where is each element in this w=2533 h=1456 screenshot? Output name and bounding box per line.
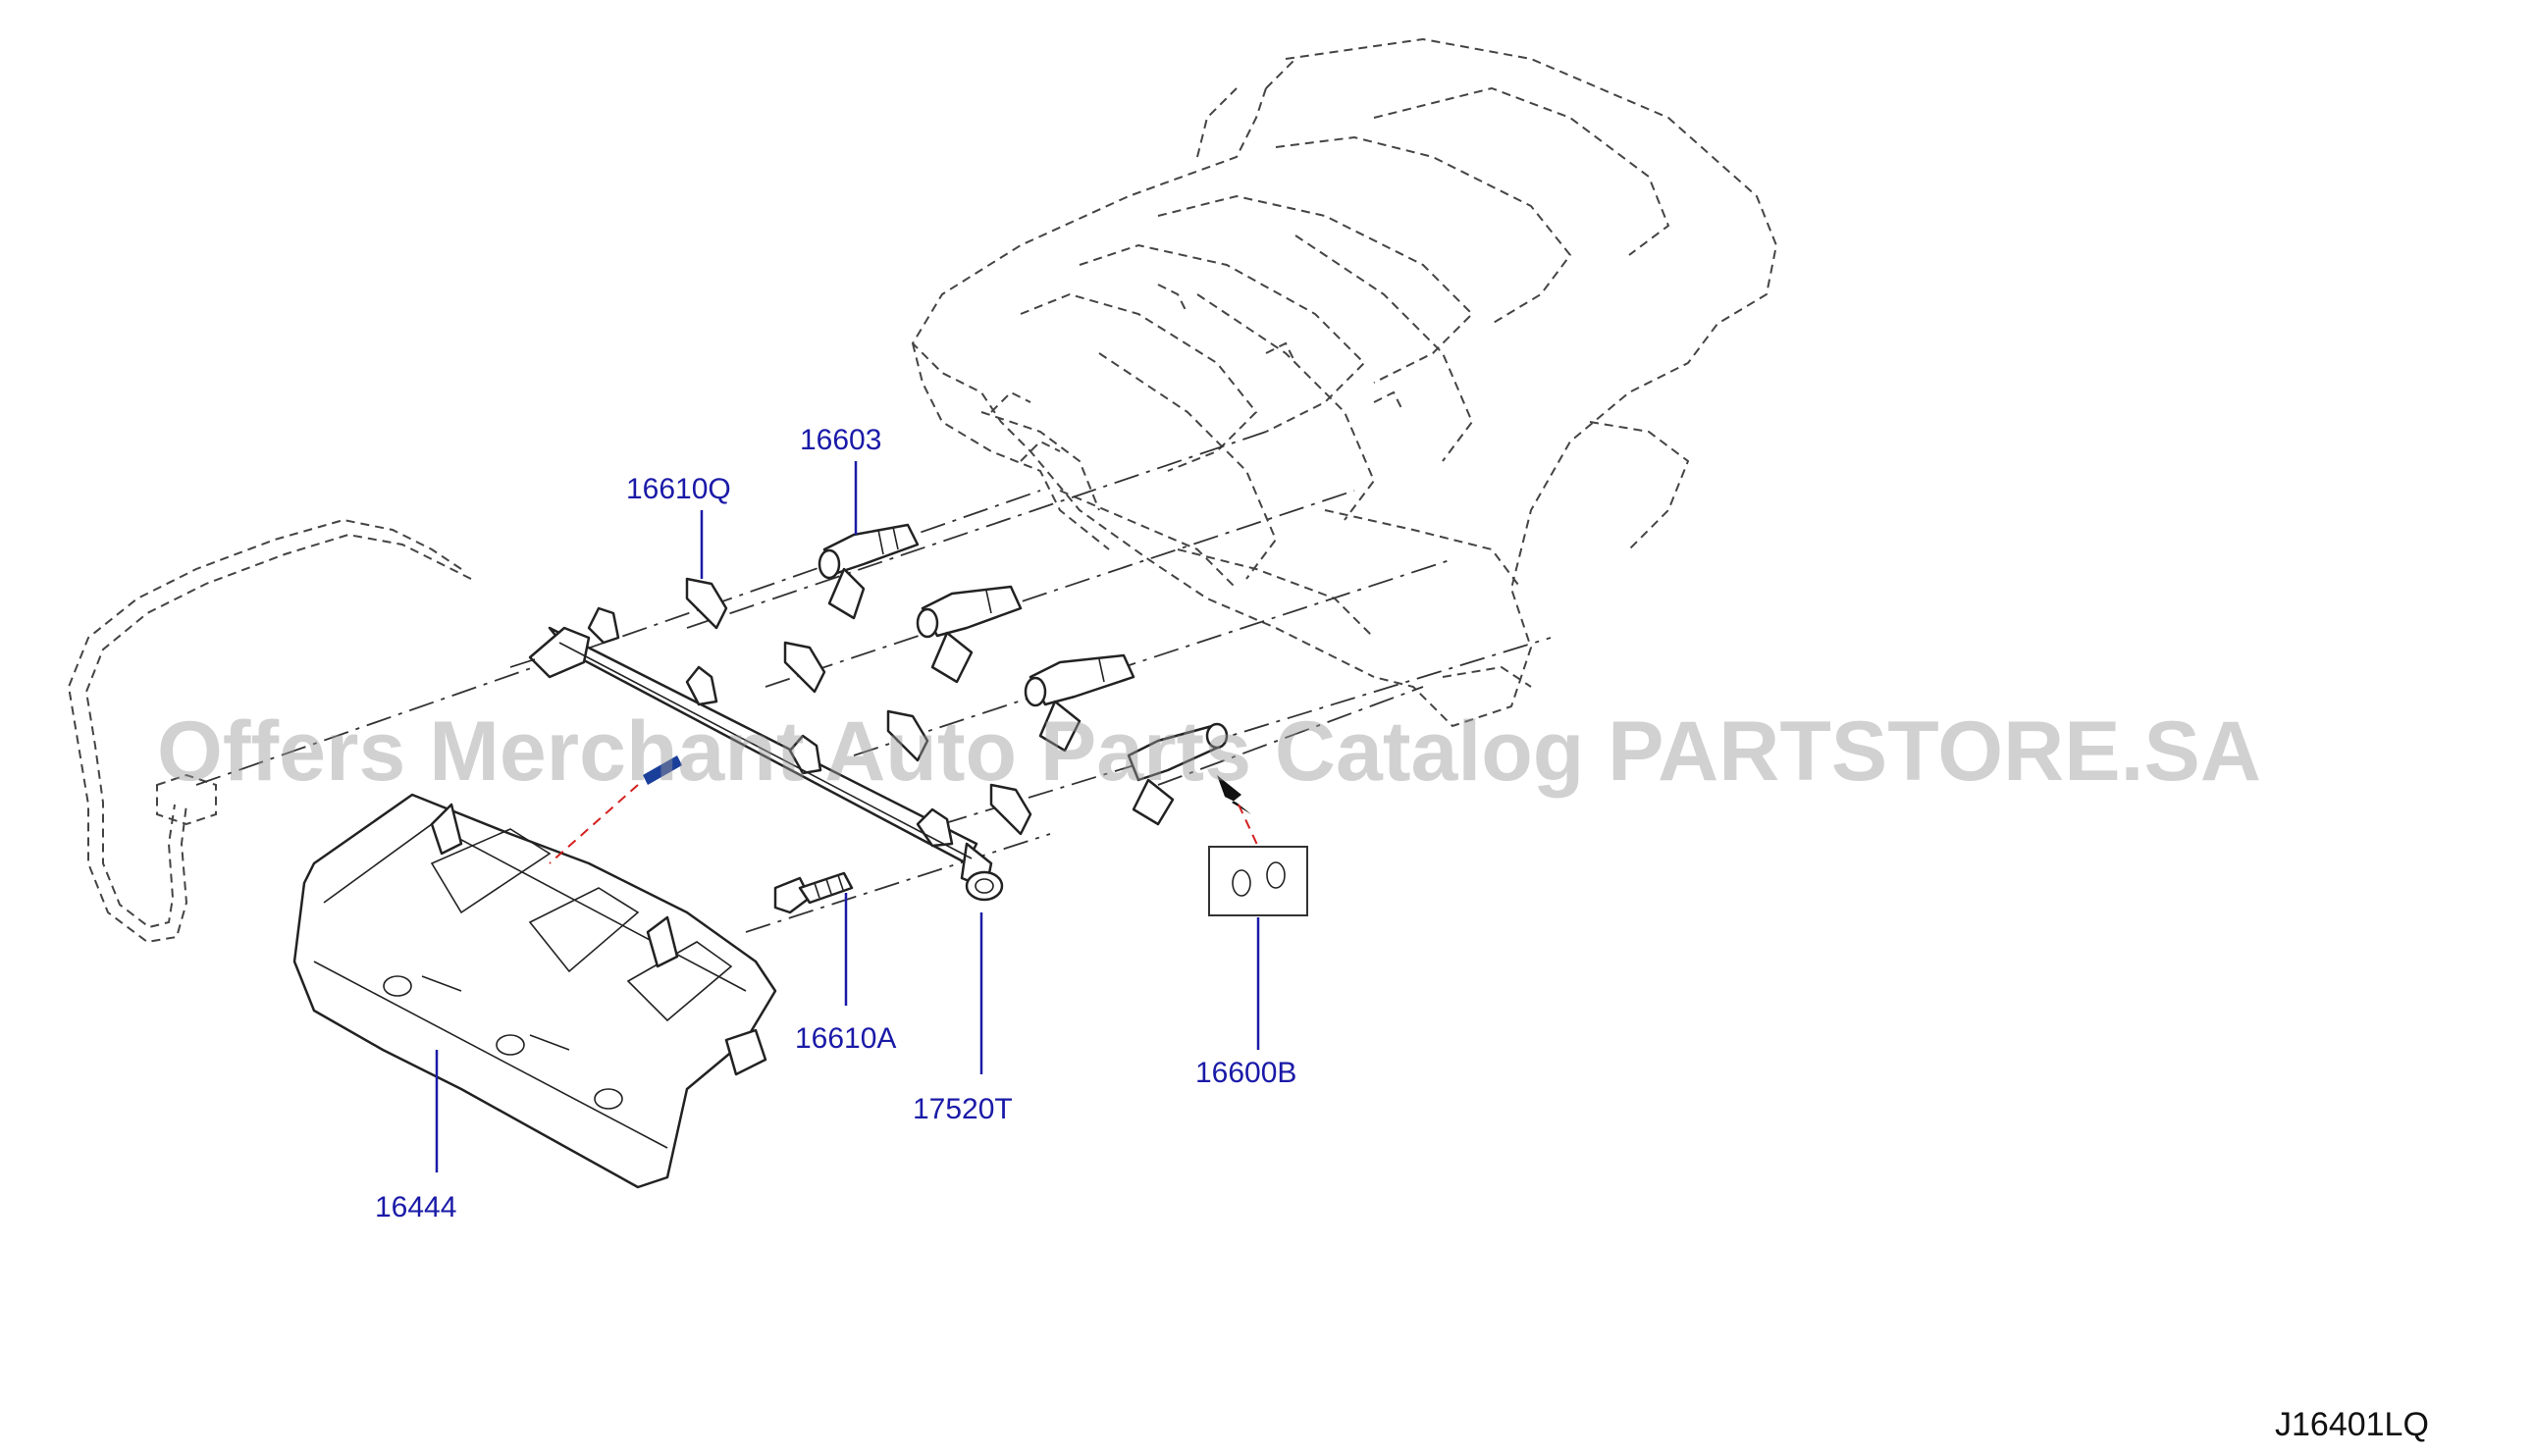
mounting-bolt[interactable]: [773, 871, 854, 914]
injector-clip-2[interactable]: [783, 641, 826, 694]
callout-16610A[interactable]: 16610A: [795, 1022, 896, 1055]
callout-17520T[interactable]: 17520T: [913, 1093, 1013, 1125]
fuel-injector-3[interactable]: [1024, 653, 1135, 753]
leader-lines: [435, 461, 1260, 1172]
installation-arrows: [549, 755, 1259, 864]
fuel-rail-cover[interactable]: [292, 793, 777, 1189]
fuel-injector-2[interactable]: [916, 585, 1023, 684]
fuel-rail[interactable]: [509, 606, 1004, 902]
watermark-text: Offers Merchant Auto Parts Catalog PARTS…: [157, 704, 2261, 799]
fuel-hose-outline: [67, 518, 472, 944]
callout-16610Q[interactable]: 16610Q: [626, 473, 731, 505]
callout-16444[interactable]: 16444: [375, 1191, 456, 1223]
diagram-code: J16401LQ: [2275, 1406, 2429, 1443]
fuel-injector-4[interactable]: [1127, 722, 1229, 826]
callout-16600B[interactable]: 16600B: [1195, 1057, 1296, 1089]
injector-clip-3[interactable]: [886, 709, 929, 762]
callout-16603[interactable]: 16603: [800, 424, 881, 456]
fuel-injector-1[interactable]: [818, 523, 920, 620]
injector-clip-1[interactable]: [685, 577, 728, 630]
intake-manifold-outline: [911, 37, 1778, 728]
injector-seal-kit[interactable]: [1208, 846, 1308, 916]
injector-clip-4[interactable]: [989, 783, 1032, 836]
